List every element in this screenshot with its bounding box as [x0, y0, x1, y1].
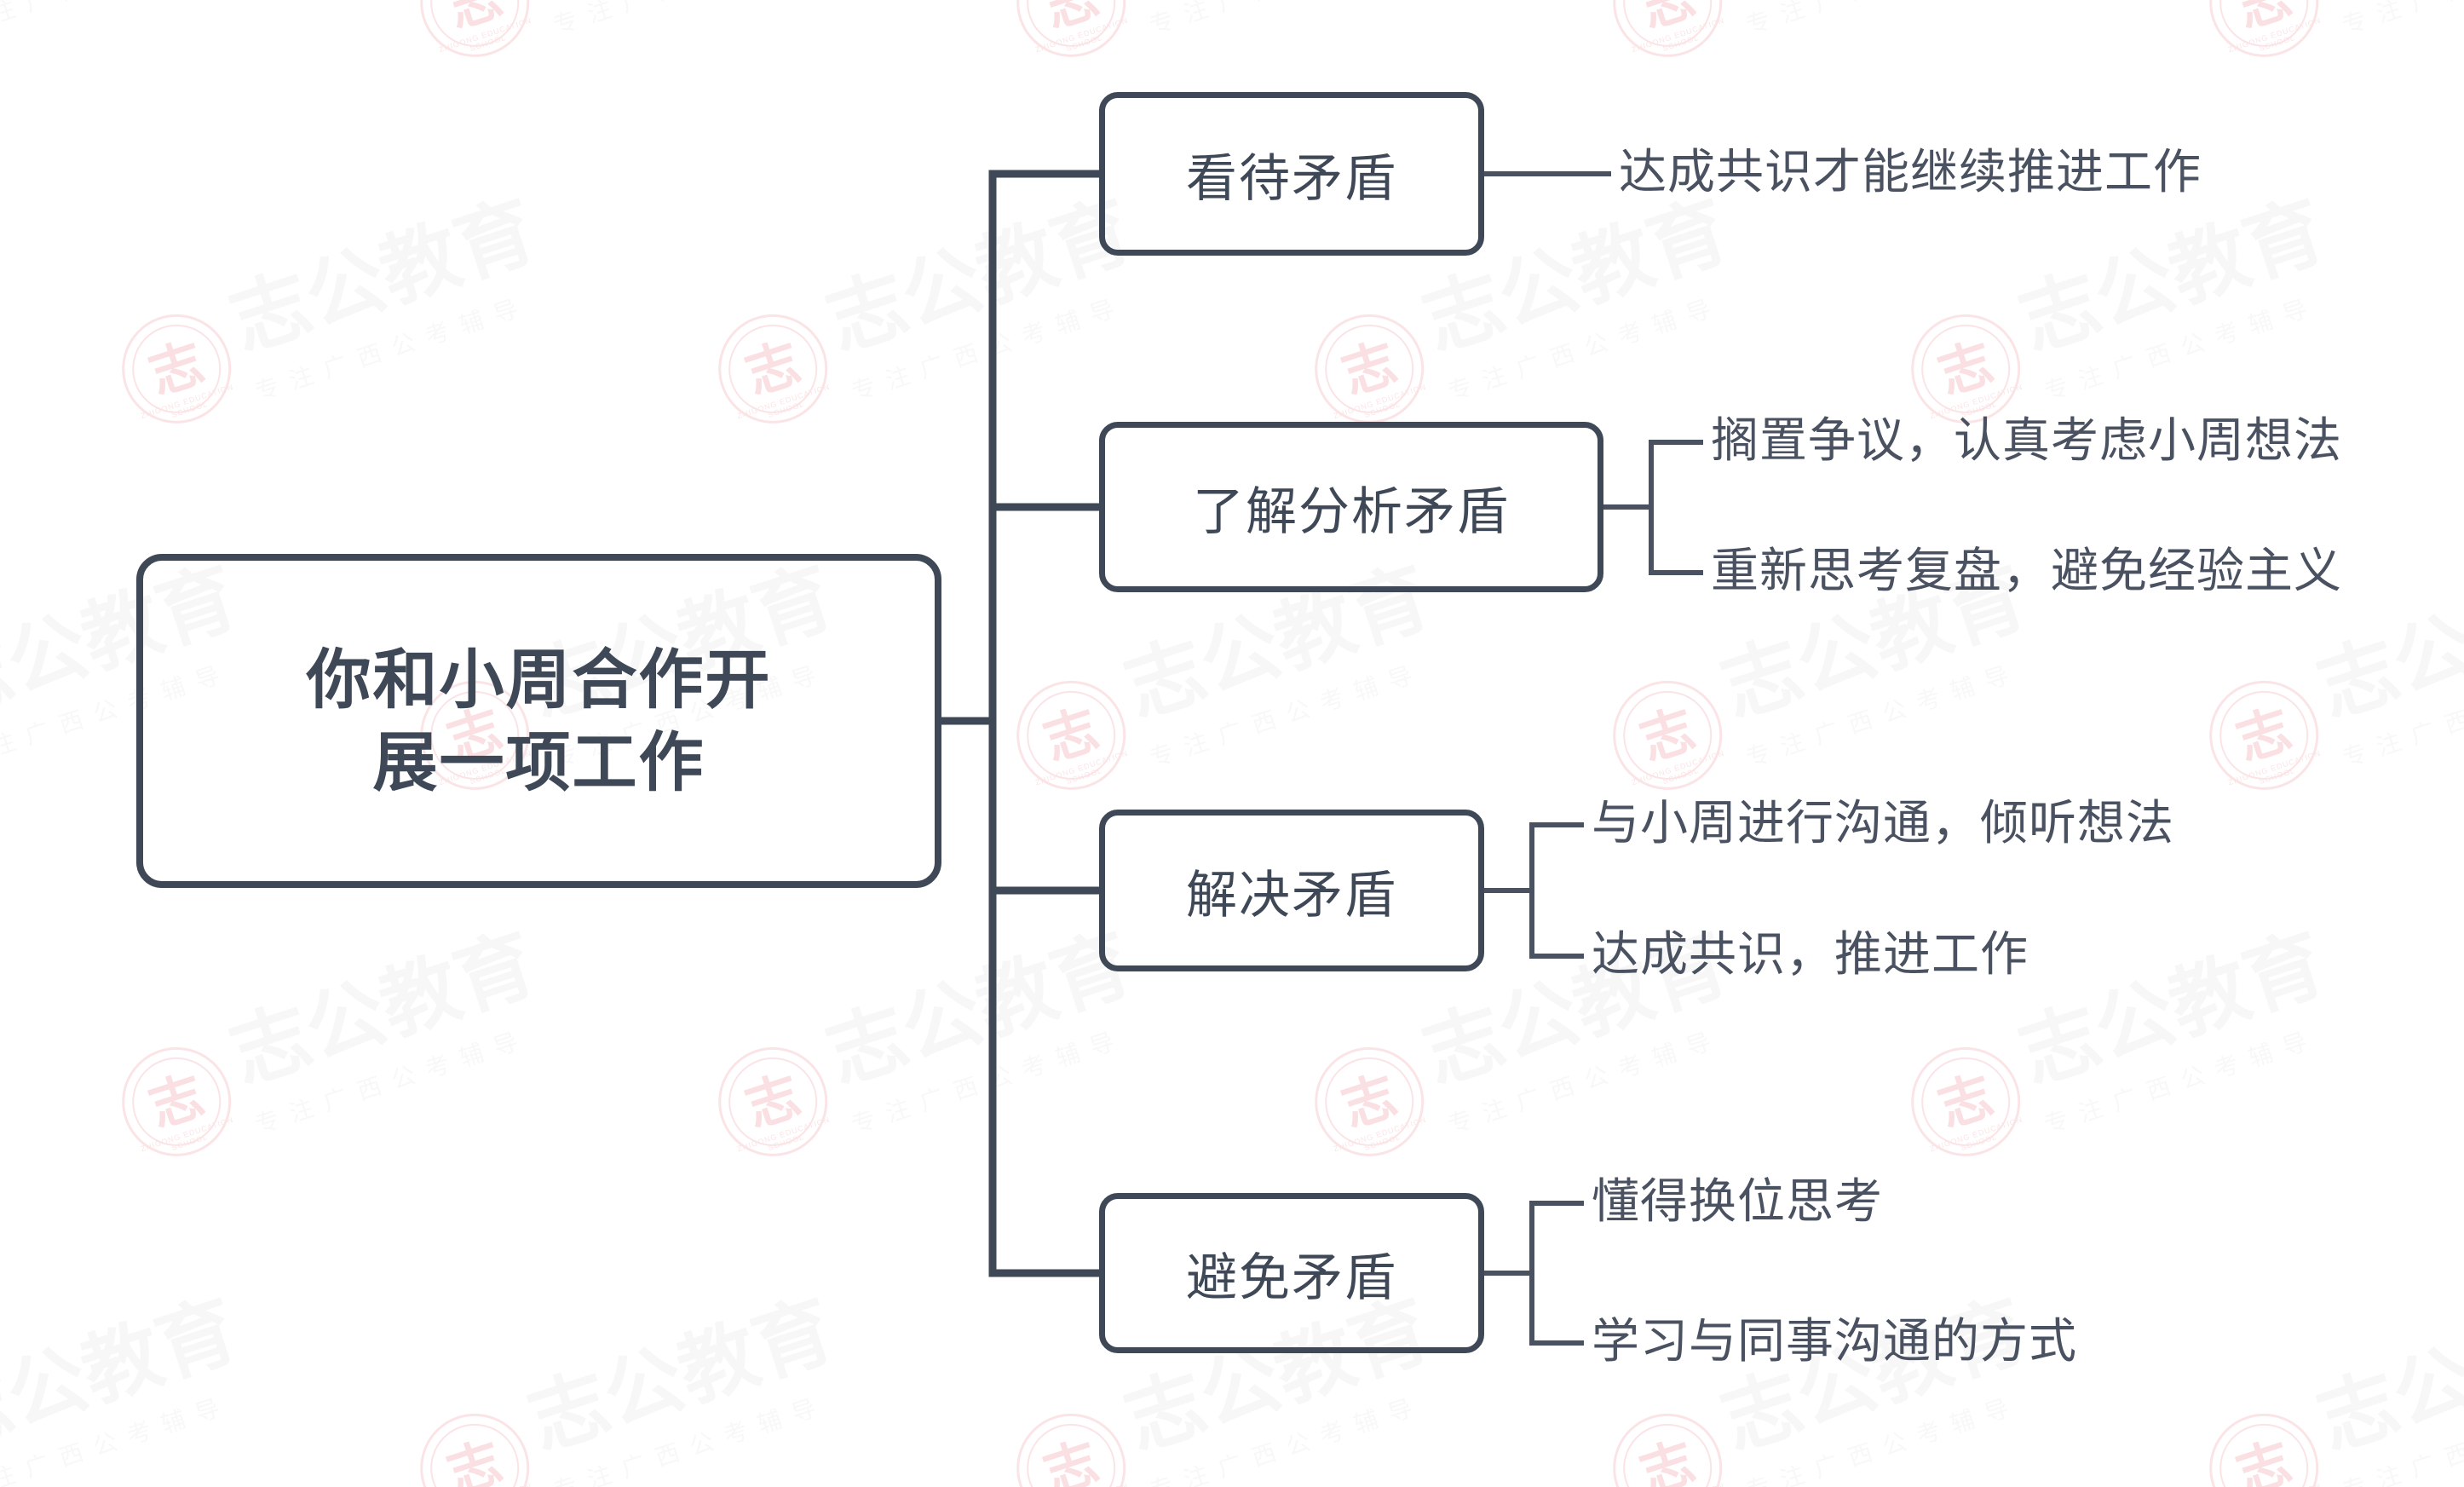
- leaf-label[interactable]: 懂得换位思考: [1592, 1174, 1883, 1230]
- leaf-label[interactable]: 学习与同事沟通的方式: [1592, 1314, 2077, 1369]
- root-node-label: 你和小周合作开 展一项工作: [307, 638, 772, 804]
- leaf-label[interactable]: 达成共识才能继续推进工作: [1619, 145, 2202, 200]
- leaf-label[interactable]: 达成共识，推进工作: [1592, 927, 2029, 983]
- root-node[interactable]: 你和小周合作开 展一项工作: [136, 554, 941, 888]
- branch-node-bimian-maodun[interactable]: 避免矛盾: [1099, 1193, 1484, 1353]
- branch-node-liaojie-fenxi-maodun[interactable]: 了解分析矛盾: [1099, 422, 1603, 592]
- leaf-label[interactable]: 与小周进行沟通，倾听想法: [1592, 796, 2174, 851]
- branch-node-label: 避免矛盾: [1186, 1248, 1397, 1308]
- root-node-label-line1: 你和小周合作开: [306, 641, 772, 718]
- leaf-label[interactable]: 搁置争议，认真考虑小周想法: [1711, 413, 2342, 469]
- branch-node-label: 解决矛盾: [1186, 865, 1397, 925]
- leaf-label[interactable]: 重新思考复盘，避免经验主义: [1711, 544, 2342, 599]
- branch-node-kandai-maodun[interactable]: 看待矛盾: [1099, 92, 1484, 256]
- root-node-label-line2: 展一项工作: [372, 724, 705, 800]
- branch-node-label: 了解分析矛盾: [1193, 481, 1510, 542]
- branch-node-label: 看待矛盾: [1186, 148, 1397, 209]
- branch-node-jiejue-maodun[interactable]: 解决矛盾: [1099, 810, 1484, 971]
